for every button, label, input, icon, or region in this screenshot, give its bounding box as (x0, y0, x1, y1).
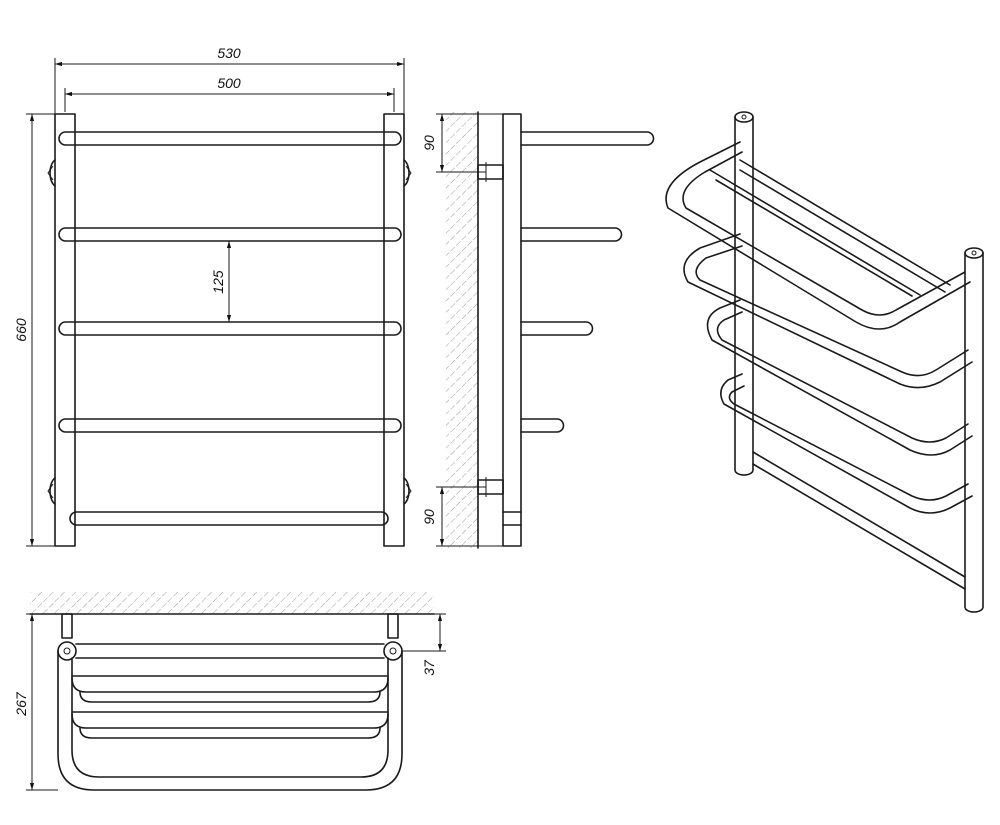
left-mount-ring (57, 641, 77, 661)
front-view: 530 500 660 125 (13, 45, 412, 547)
right-post (383, 113, 405, 547)
dimension-top-mount: 90 (421, 113, 503, 173)
dimension-rung-pitch: 125 (210, 241, 232, 322)
dimension-bottom-mount: 90 (421, 486, 503, 547)
iso-loop-3 (706, 299, 973, 456)
rung-1 (58, 131, 402, 146)
iso-left-post-cap (734, 111, 754, 123)
loop-3 (71, 713, 389, 729)
label-90-top: 90 (421, 135, 437, 151)
label-500: 500 (217, 75, 241, 91)
dimension-wall-offset: 37 (402, 613, 446, 676)
outer-loop (57, 650, 403, 791)
label-267: 267 (13, 691, 29, 717)
left-post (54, 113, 76, 547)
dimension-height: 660 (13, 113, 55, 547)
label-530: 530 (217, 45, 241, 61)
side-arm-4 (520, 418, 565, 433)
side-arm-3 (520, 321, 594, 336)
side-post (502, 113, 522, 547)
right-mount-ring (383, 641, 403, 661)
rung-5 (69, 511, 389, 526)
dimension-tube-spacing: 500 (64, 75, 395, 112)
iso-loop-2 (683, 233, 973, 389)
isometric-view (665, 111, 984, 613)
rung-4 (58, 418, 402, 433)
wall-top-section (30, 592, 434, 614)
side-brackets (477, 162, 504, 497)
iso-loop-4 (720, 373, 973, 514)
label-37: 37 (421, 659, 437, 676)
dimension-depth: 267 (13, 613, 58, 791)
side-arm-1 (520, 131, 655, 146)
rung-3 (58, 321, 402, 336)
iso-right-post (964, 252, 984, 613)
iso-left-post (734, 116, 754, 476)
label-90-bottom: 90 (421, 509, 437, 525)
side-view: 90 90 (421, 111, 655, 549)
rung-2 (58, 227, 402, 242)
loop-2 (71, 677, 389, 693)
iso-right-post-cap (964, 247, 984, 259)
iso-loop-1 (665, 141, 971, 330)
wall-bracket-icons (47, 159, 412, 505)
wall-section (446, 112, 478, 548)
dimension-overall-width: 530 (54, 45, 405, 114)
label-660: 660 (13, 318, 29, 342)
top-view: 267 37 (13, 592, 446, 791)
label-125: 125 (210, 270, 226, 294)
side-arm-2 (520, 227, 623, 242)
